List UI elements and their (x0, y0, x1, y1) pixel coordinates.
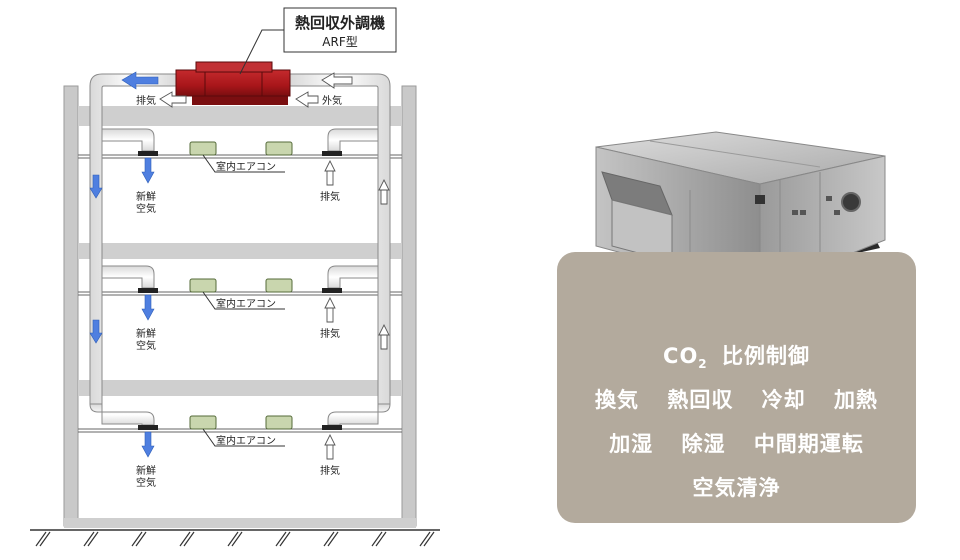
outline-up-arrow-icon (378, 323, 390, 350)
fresh-air-label-line1: 新鮮 (136, 327, 156, 340)
building-structure (30, 85, 440, 547)
right-column (401, 85, 417, 527)
floor-exhaust-label: 排気 (320, 464, 340, 477)
co2-label-subscript: 2 (698, 357, 708, 372)
fresh-air-label-line1: 新鮮 (136, 190, 156, 203)
unit-callout-model: ARF型 (322, 35, 357, 49)
unit-callout-title: 熱回収外調機 (295, 14, 385, 32)
ac-unit (189, 141, 217, 156)
floor-slab-1 (78, 380, 402, 396)
round-duct-port (841, 192, 861, 212)
roof-slab (78, 106, 402, 126)
heat-recovery-unit (175, 61, 291, 105)
blue-down-arrow-icon (89, 174, 103, 199)
roof-outflow-arrow-icon (121, 71, 159, 90)
floor-exhaust-label: 排気 (320, 190, 340, 203)
blue-down-arrow-icon (141, 431, 155, 458)
feature-item: 熱回収 (667, 388, 734, 412)
feature-row-2: 換気 熱回収 冷却 加熱 (557, 384, 916, 414)
outline-up-arrow-icon (324, 159, 336, 186)
feature-row-3: 加湿 除湿 中間期運転 (557, 428, 916, 458)
diffusers (138, 151, 342, 430)
roof-exhaust-label: 排気 (136, 94, 156, 107)
outline-up-arrow-icon (378, 178, 390, 205)
base-slab (64, 518, 416, 528)
unit-callout-box (283, 7, 397, 53)
ac-unit (265, 415, 293, 430)
outline-up-arrow-icon (324, 296, 336, 323)
feature-item: 除湿 (681, 432, 726, 456)
feature-item: 空気清浄 (692, 476, 781, 500)
feature-row-4: 空気清浄 (557, 472, 916, 502)
left-column (63, 85, 79, 527)
outline-left-arrow-icon (159, 91, 187, 108)
fresh-air-label-line2: 空気 (136, 476, 156, 489)
feature-panel: CO2 比例制御 換気 熱回収 冷却 加熱 加湿 除湿 中間期運転 空気清浄 (557, 252, 916, 523)
feature-row-co2: CO2 比例制御 (557, 340, 916, 371)
blue-down-arrow-icon (89, 319, 103, 344)
outline-up-arrow-icon (324, 433, 336, 460)
co2-label-rest: 比例制御 (721, 344, 810, 368)
floor-exhaust-label: 排気 (320, 327, 340, 340)
indoor-ac-label: 室内エアコン (216, 434, 276, 447)
indoor-ac-units (189, 141, 293, 430)
ac-unit (189, 278, 217, 293)
indoor-ac-label: 室内エアコン (216, 297, 276, 310)
fresh-air-label-line2: 空気 (136, 202, 156, 215)
indoor-ac-label: 室内エアコン (216, 160, 276, 173)
feature-item: 加熱 (833, 388, 878, 412)
feature-item: 冷却 (761, 388, 806, 412)
ac-unit (265, 278, 293, 293)
ground-hatching (35, 531, 435, 547)
feature-item: 加湿 (609, 432, 654, 456)
unit-callout-leader (239, 29, 284, 75)
roof-outdoor-air-label: 外気 (322, 94, 342, 107)
ac-unit (189, 415, 217, 430)
floor-slab-2 (78, 243, 402, 259)
blue-down-arrow-icon (141, 294, 155, 321)
supply-air-arrows (89, 71, 159, 458)
duct-system (89, 73, 391, 405)
outline-left-arrow-icon (321, 72, 353, 89)
blue-down-arrow-icon (141, 157, 155, 184)
fresh-air-label-line1: 新鮮 (136, 464, 156, 477)
exhaust-air-arrows (159, 72, 390, 460)
fresh-air-label-line2: 空気 (136, 339, 156, 352)
duct-branches (89, 128, 391, 426)
outline-left-arrow-icon (295, 91, 319, 108)
feature-item: 換気 (595, 388, 640, 412)
ac-unit (265, 141, 293, 156)
feature-item: 中間期運転 (753, 432, 864, 456)
co2-label-co: CO (663, 344, 699, 368)
